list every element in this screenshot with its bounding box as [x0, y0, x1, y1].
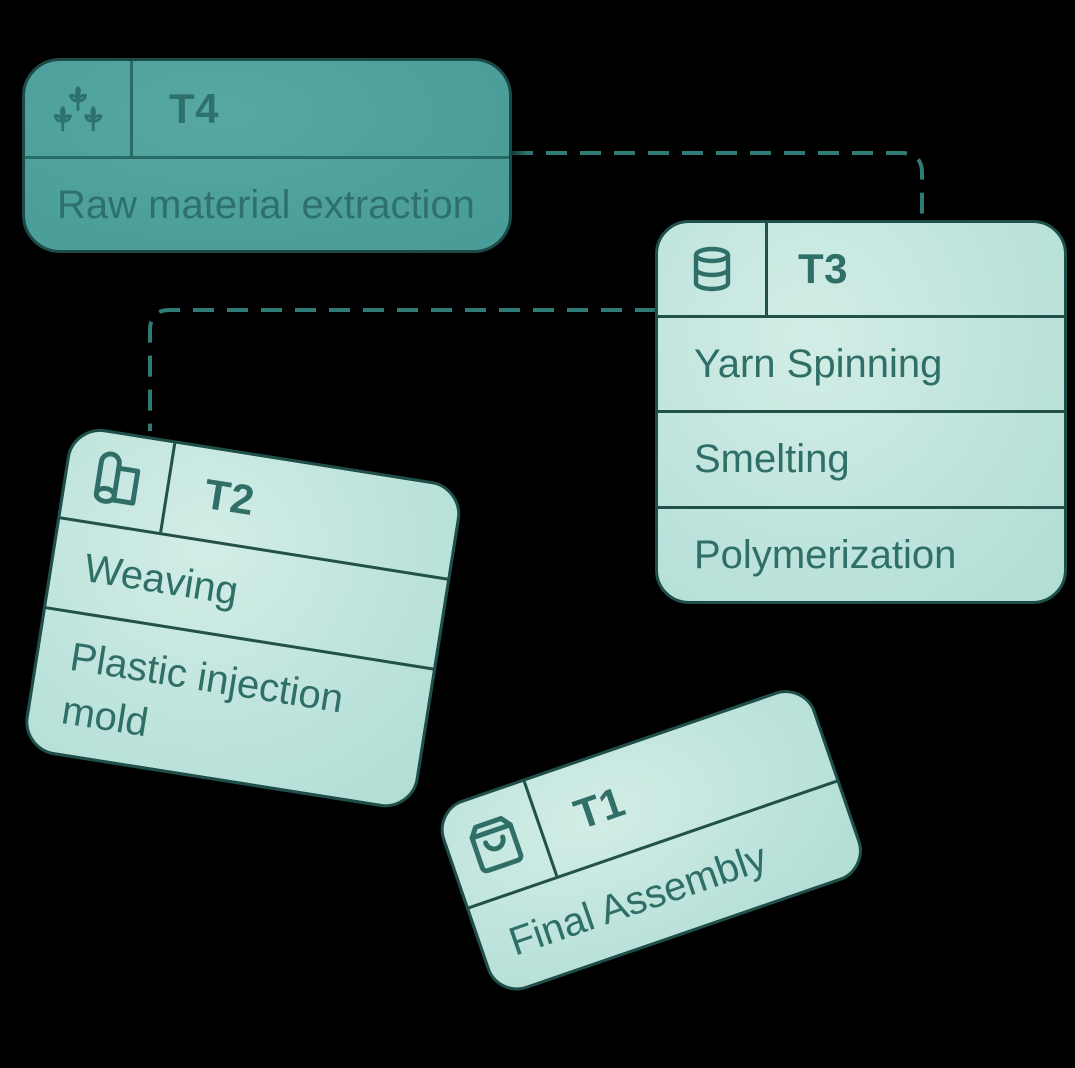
node-row-label: Smelting	[694, 437, 850, 482]
node-header: T2	[59, 427, 462, 581]
node-row: Yarn Spinning	[658, 318, 1064, 410]
node-row-label: Raw material extraction	[57, 182, 475, 227]
shopping-bag-icon	[435, 780, 559, 907]
node-card-t4[interactable]: T4 Raw material extraction	[22, 58, 512, 253]
plants-icon	[25, 61, 133, 156]
node-row: Raw material extraction	[25, 159, 509, 250]
node-row-label: Polymerization	[694, 532, 957, 577]
node-header: T1	[435, 685, 838, 910]
node-header: T4	[25, 61, 509, 159]
node-row-label: Plastic injection mold	[58, 634, 347, 746]
node-card-t2[interactable]: T2 Weaving Plastic injection mold	[20, 424, 466, 813]
node-rows: Raw material extraction	[25, 159, 509, 250]
node-row-label: Weaving	[81, 546, 242, 614]
node-title: T3	[798, 245, 849, 292]
node-row-label: Yarn Spinning	[694, 342, 943, 387]
node-card-t1[interactable]: T1 Final Assembly	[432, 681, 871, 1000]
node-header: T3	[658, 223, 1064, 318]
connector-t4-t3[interactable]	[512, 151, 924, 217]
node-card-t3[interactable]: T3 Yarn Spinning Smelting Polymerization	[655, 220, 1067, 604]
connector-t3-t2[interactable]	[148, 308, 656, 431]
node-rows: Yarn Spinning Smelting Polymerization	[658, 318, 1064, 601]
fabric-roll-icon	[60, 427, 177, 533]
node-row: Smelting	[658, 410, 1064, 505]
node-row: Polymerization	[658, 505, 1064, 601]
node-title: T4	[169, 84, 220, 132]
database-icon	[658, 223, 768, 315]
